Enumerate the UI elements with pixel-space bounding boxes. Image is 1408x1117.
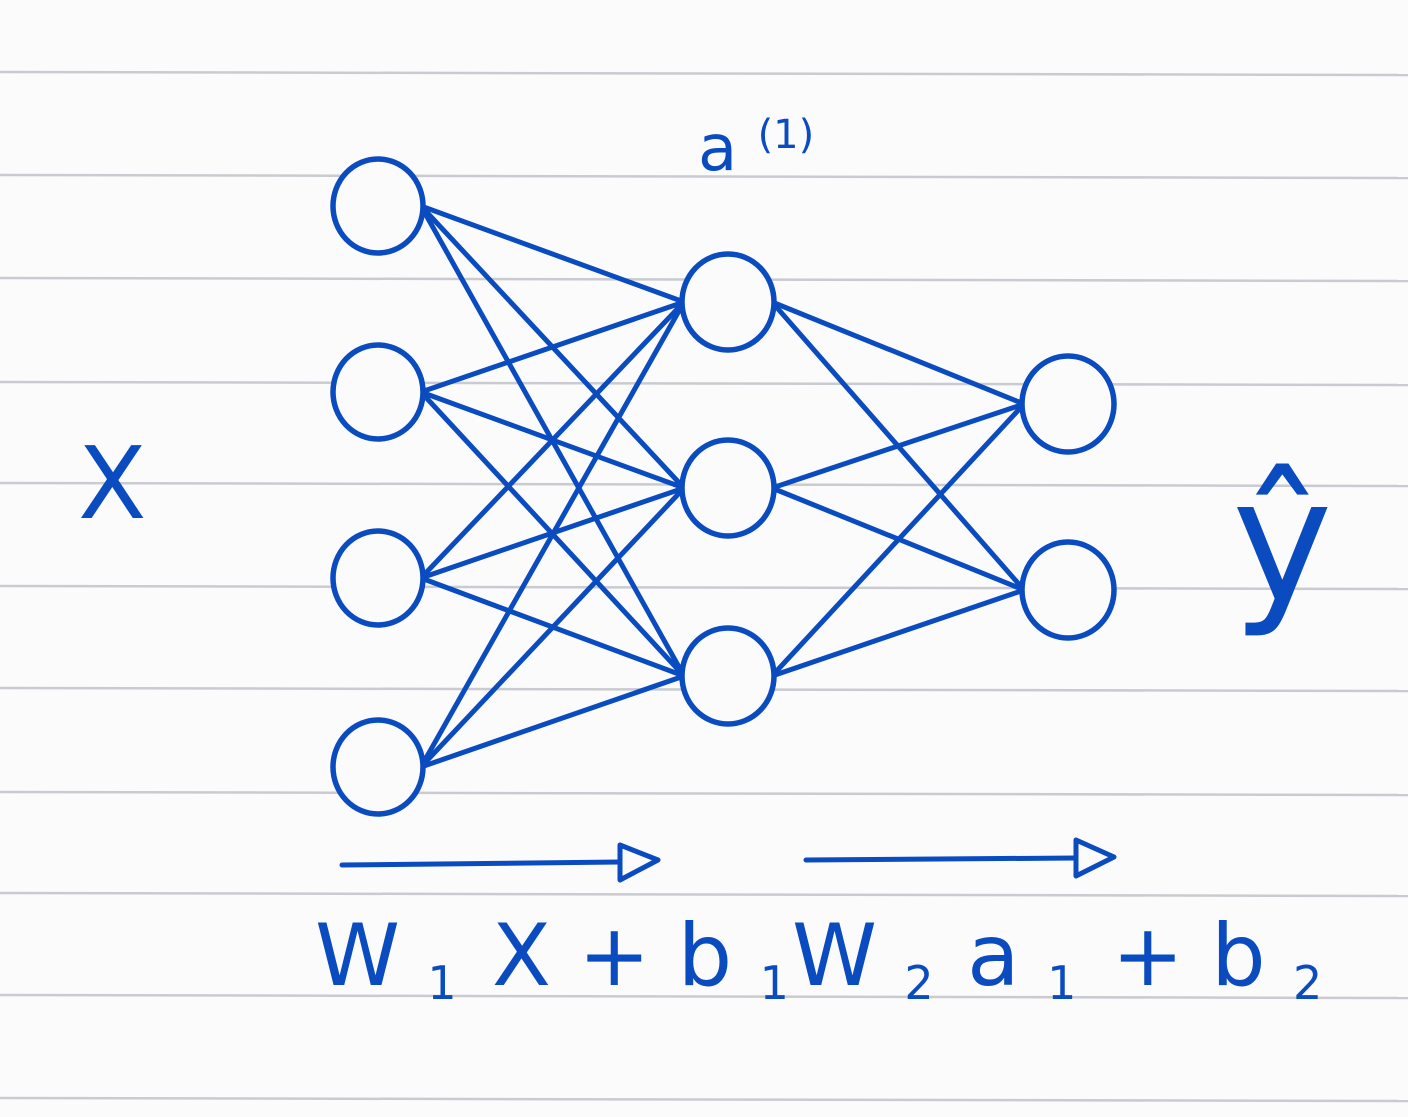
input-label: X — [78, 425, 147, 542]
rule-line — [0, 380, 1408, 387]
rule-line — [0, 790, 1408, 797]
connection-input-2-to-hidden-1 — [418, 299, 687, 395]
eq2-plus-bias: + b — [1112, 906, 1266, 1006]
hidden-neuron-2 — [679, 437, 777, 539]
forward-arrow-2 — [803, 837, 1117, 879]
connection-hidden-3-to-output-1 — [769, 401, 1027, 679]
connection-hidden-1-to-output-1 — [769, 299, 1027, 407]
rule-line — [0, 173, 1408, 180]
output-neuron-1 — [1019, 353, 1117, 455]
eq2-activation-subscript: 1 — [1047, 956, 1076, 1010]
hidden-label-superscript: (1) — [758, 112, 815, 158]
connection-hidden-3-to-output-2 — [769, 587, 1027, 679]
eq1-weight-subscript: 1 — [427, 956, 456, 1010]
eq1-weight: W — [315, 906, 400, 1006]
input-neuron-2 — [330, 342, 426, 442]
rule-line — [0, 993, 1408, 1000]
rule-line — [0, 584, 1408, 591]
output-label: ŷ — [1232, 443, 1333, 641]
eq2-bias-subscript: 2 — [1293, 956, 1322, 1010]
input-neuron-3 — [330, 528, 426, 628]
eq1-bias-subscript: 1 — [760, 956, 789, 1010]
connection-input-1-to-hidden-1 — [418, 203, 687, 305]
eq2-weight-subscript: 2 — [904, 956, 933, 1010]
hidden-layer-label: a (1) — [698, 112, 814, 186]
eq2-weight: W — [792, 906, 877, 1006]
rule-line — [0, 70, 1408, 77]
forward-arrow-1 — [339, 842, 661, 883]
input-neuron-1 — [330, 156, 426, 256]
input-neuron-4 — [330, 717, 426, 817]
connection-hidden-2-to-output-1 — [769, 401, 1027, 491]
rule-line — [0, 891, 1408, 898]
rule-line — [0, 1096, 1408, 1103]
equation-layer-2: W 2 a 1 + b 2 — [792, 906, 1322, 1020]
hidden-neuron-3 — [679, 625, 777, 727]
eq2-activation: a — [967, 906, 1020, 1006]
output-neuron-2 — [1019, 539, 1117, 641]
connections — [418, 203, 1027, 770]
connection-input-3-to-hidden-1 — [418, 299, 687, 581]
neurons — [330, 156, 1117, 817]
connection-input-4-to-hidden-1 — [418, 299, 687, 770]
connection-input-4-to-hidden-2 — [418, 485, 687, 770]
eq1-input-plus-bias: X + b — [492, 906, 732, 1006]
hidden-label-base: a — [698, 112, 737, 186]
equation-layer-1: W 1 X + b 1 — [315, 906, 789, 1020]
connection-input-4-to-hidden-3 — [418, 673, 687, 770]
hidden-neuron-1 — [679, 251, 777, 353]
